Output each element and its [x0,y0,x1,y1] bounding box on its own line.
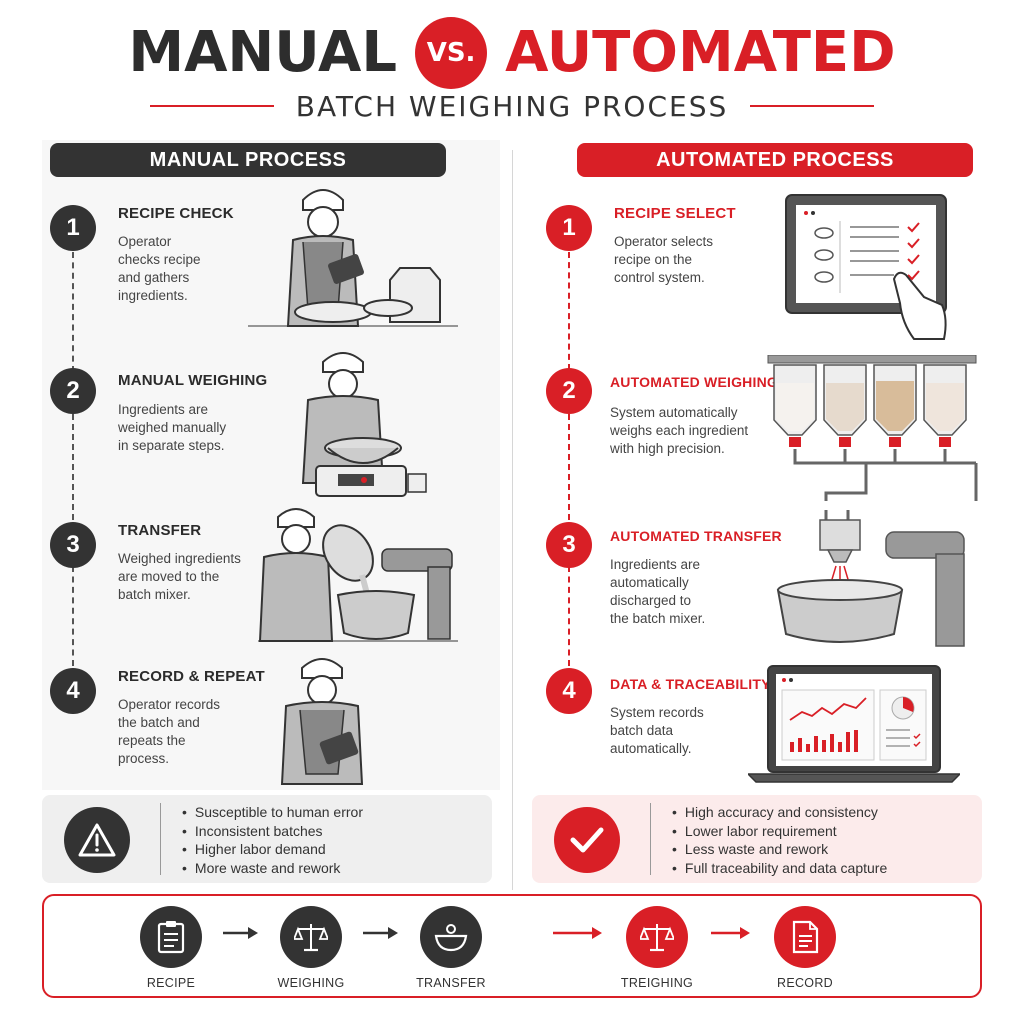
warning-icon [64,807,130,873]
flow-step-recipe: RECIPE [116,906,226,990]
scale-icon [280,906,342,968]
step-title: MANUAL WEIGHING [118,372,268,389]
step-number: 1 [546,205,592,251]
operator-tablet-illustration [248,189,458,327]
arrow-right-icon [553,927,602,939]
arrow-right-icon [711,927,750,939]
step-number: 4 [50,668,96,714]
flow-label: RECORD [777,976,833,990]
step-title: RECIPE CHECK [118,205,234,222]
automated-summary-list: High accuracy and consistency Lower labo… [672,803,887,877]
list-item: Higher labor demand [182,840,363,859]
summary-separator [650,803,651,875]
manual-column-background [42,140,500,790]
checkmark-icon [554,807,620,873]
step-number: 3 [546,522,592,568]
touchscreen-recipe-illustration [785,194,947,340]
list-item: More waste and rework [182,859,363,878]
flow-step-weighing: WEIGHING [256,906,366,990]
step-title: DATA & TRACEABILITY [610,676,771,692]
title-automated: AUTOMATED [505,20,896,85]
flow-label: RECIPE [146,976,196,990]
step-title: TRANSFER [118,522,202,539]
arrow-right-icon [223,927,258,939]
flow-label: TRANSFER [416,976,486,990]
manual-summary-list: Susceptible to human error Inconsistent … [182,803,363,877]
document-icon [774,906,836,968]
manual-banner: MANUAL PROCESS [50,143,446,177]
list-item: Full traceability and data capture [672,859,887,878]
flow-step-transfer: TRANSFER [396,906,506,990]
step-number: 1 [50,205,96,251]
flow-label: TREIGHING [620,976,694,990]
operator-scale-illustration [301,352,427,497]
mixer-discharge-illustration [776,510,965,647]
flow-step-record: RECORD [750,906,860,990]
laptop-dashboard-illustration [748,665,960,783]
list-item: High accuracy and consistency [672,803,887,822]
flow-step-treighing: TREIGHING [602,906,712,990]
step-title: RECORD & REPEAT [118,668,265,685]
step-number: 2 [50,368,96,414]
step-number: 4 [546,668,592,714]
process-flow-strip: RECIPE WEIGHING TRANSFER [42,894,982,998]
subtitle-row: BATCH WEIGHING PROCESS [0,88,1024,124]
step-number: 2 [546,368,592,414]
manual-connector-2 [72,414,74,520]
flow-label: WEIGHING [277,976,345,990]
manual-connector-3 [72,566,74,666]
automated-connector-1 [568,252,570,370]
step-title: RECIPE SELECT [614,205,736,222]
subtitle-rule-left [149,105,274,107]
scale-icon [626,906,688,968]
subtitle-rule-right [750,105,875,107]
list-item: Less waste and rework [672,840,887,859]
hopper-weighing-illustration [767,355,978,501]
operator-record-illustration [280,658,364,785]
bowl-icon [420,906,482,968]
automated-connector-3 [568,566,570,666]
clipboard-icon [140,906,202,968]
column-divider [512,150,513,890]
manual-summary: Susceptible to human error Inconsistent … [42,795,492,883]
automated-summary: High accuracy and consistency Lower labo… [532,795,982,883]
list-item: Inconsistent batches [182,822,363,841]
automated-banner: AUTOMATED PROCESS [577,143,973,177]
subtitle: BATCH WEIGHING PROCESS [295,89,729,123]
list-item: Lower labor requirement [672,822,887,841]
summary-separator [160,803,161,875]
step-number: 3 [50,522,96,568]
automated-connector-2 [568,414,570,520]
operator-transfer-illustration [258,508,458,642]
page-title: MANUAL VS. AUTOMATED [0,17,1024,89]
step-title: AUTOMATED TRANSFER [610,528,782,544]
vs-badge: VS. [415,17,488,89]
list-item: Susceptible to human error [182,803,363,822]
manual-connector-1 [72,252,74,372]
arrow-right-icon [363,927,398,939]
title-manual: MANUAL [128,20,398,85]
step-title: AUTOMATED WEIGHING [610,374,778,390]
